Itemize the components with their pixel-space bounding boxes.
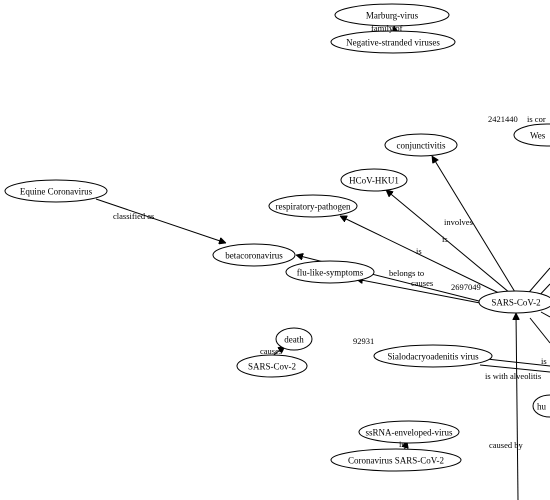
edge-sars2-to-resp	[340, 216, 504, 296]
node-label: Sialodacryoadenitis virus	[387, 352, 479, 362]
node-conjunctivitis[interactable]: conjunctivitis	[384, 133, 458, 157]
node-shape	[478, 290, 550, 314]
node-flu-like-symptoms[interactable]: flu-like-symptoms	[285, 260, 375, 284]
node-label: betacoronavirus	[225, 251, 283, 261]
edge-sars2-to-hcov	[386, 190, 511, 294]
edge-equine-to-betacov	[95, 198, 226, 243]
node-label: SARS-CoV-2	[491, 298, 540, 308]
id-label-2421440: 2421440	[488, 114, 518, 124]
edge-label-classified-as: classified as	[113, 211, 154, 221]
edge-label-family-of: family of	[371, 23, 403, 33]
node-label: respiratory-pathogen	[276, 202, 351, 212]
node-shape	[268, 194, 358, 218]
node-label: ssRNA-enveloped-virus	[366, 428, 453, 438]
edge-sars2-to-flu	[356, 279, 481, 304]
edge-up-to-sars2	[516, 313, 518, 500]
node-label: HCoV-HKU1	[349, 176, 399, 186]
node-death[interactable]: death	[275, 327, 313, 351]
node-betacoronavirus[interactable]: betacoronavirus	[212, 243, 296, 267]
edge-label-is-ssrna: is	[399, 439, 405, 449]
edge-sars2-to-conj	[431, 156, 516, 293]
edge-sialo-right-1	[486, 358, 550, 367]
node-shape	[275, 327, 313, 351]
edges	[95, 26, 550, 500]
id-label-92931: 92931	[353, 336, 374, 346]
node-shape	[330, 30, 456, 54]
node-shape	[4, 179, 108, 203]
edge-label-is-cor: is cor	[527, 114, 546, 124]
node-sialodacryoadenitis-virus[interactable]: Sialodacryoadenitis virus	[373, 344, 493, 368]
id-label-2697049: 2697049	[451, 282, 481, 292]
node-label: hu	[537, 402, 547, 412]
node-label: death	[284, 335, 304, 345]
edge-labels: family of classified as involves is is b…	[113, 23, 547, 450]
node-label: SARS-Cov-2	[248, 362, 296, 372]
edge-label-is-hcov: is	[442, 234, 448, 244]
node-label: conjunctivitis	[397, 141, 446, 151]
node-label: Negative-stranded viruses	[346, 38, 440, 48]
node-equine-coronavirus[interactable]: Equine Coronavirus	[4, 179, 108, 203]
edge-label-is-with-alveolitis: is with alveolitis	[485, 371, 541, 381]
node-label: Equine Coronavirus	[20, 187, 93, 197]
node-shape	[532, 394, 550, 418]
edge-label-belongs-to: belongs to	[389, 268, 424, 278]
node-shape	[373, 344, 493, 368]
node-shape	[212, 243, 296, 267]
node-hcov-hku1[interactable]: HCoV-HKU1	[340, 168, 408, 192]
node-label: flu-like-symptoms	[297, 268, 364, 278]
nodes: Marburg-virus Negative-stranded viruses …	[4, 3, 550, 472]
edge-label-is-sialo: is	[541, 356, 547, 366]
node-sars-cov-2-secondary[interactable]: SARS-Cov-2	[236, 354, 308, 378]
node-label: Wes	[530, 131, 546, 141]
node-sars-cov-2[interactable]: SARS-CoV-2	[478, 290, 550, 314]
edge-label-causes-death: causes	[260, 346, 282, 356]
node-label: Marburg-virus	[366, 11, 419, 21]
node-shape	[285, 260, 375, 284]
node-shape	[384, 133, 458, 157]
edge-sialo-right-2	[479, 364, 550, 373]
node-respiratory-pathogen[interactable]: respiratory-pathogen	[268, 194, 358, 218]
node-wes-partial[interactable]: Wes	[513, 123, 550, 147]
node-coronavirus-sars-cov-2[interactable]: Coronavirus SARS-CoV-2	[330, 448, 462, 472]
node-ssrna-enveloped-virus[interactable]: ssRNA-enveloped-virus	[358, 420, 460, 444]
edge-label-involves: involves	[444, 217, 473, 227]
node-marburg-virus[interactable]: Marburg-virus	[334, 3, 450, 27]
node-negative-stranded-viruses[interactable]: Negative-stranded viruses	[330, 30, 456, 54]
node-shape	[330, 448, 462, 472]
edge-sars2-fan-4	[529, 317, 550, 344]
node-hu-partial[interactable]: hu	[532, 394, 550, 418]
node-shape	[340, 168, 408, 192]
edge-sars2-fan-3	[540, 311, 550, 318]
node-shape	[358, 420, 460, 444]
edge-label-causes-flu: causes	[411, 278, 433, 288]
node-label: Coronavirus SARS-CoV-2	[348, 456, 444, 466]
node-shape	[236, 354, 308, 378]
edge-label-is-resp: is	[416, 246, 422, 256]
node-shape	[334, 3, 450, 27]
edge-label-caused-by: caused by	[489, 440, 524, 450]
id-labels: 2421440 2697049 92931	[353, 114, 518, 346]
node-shape	[513, 123, 550, 147]
